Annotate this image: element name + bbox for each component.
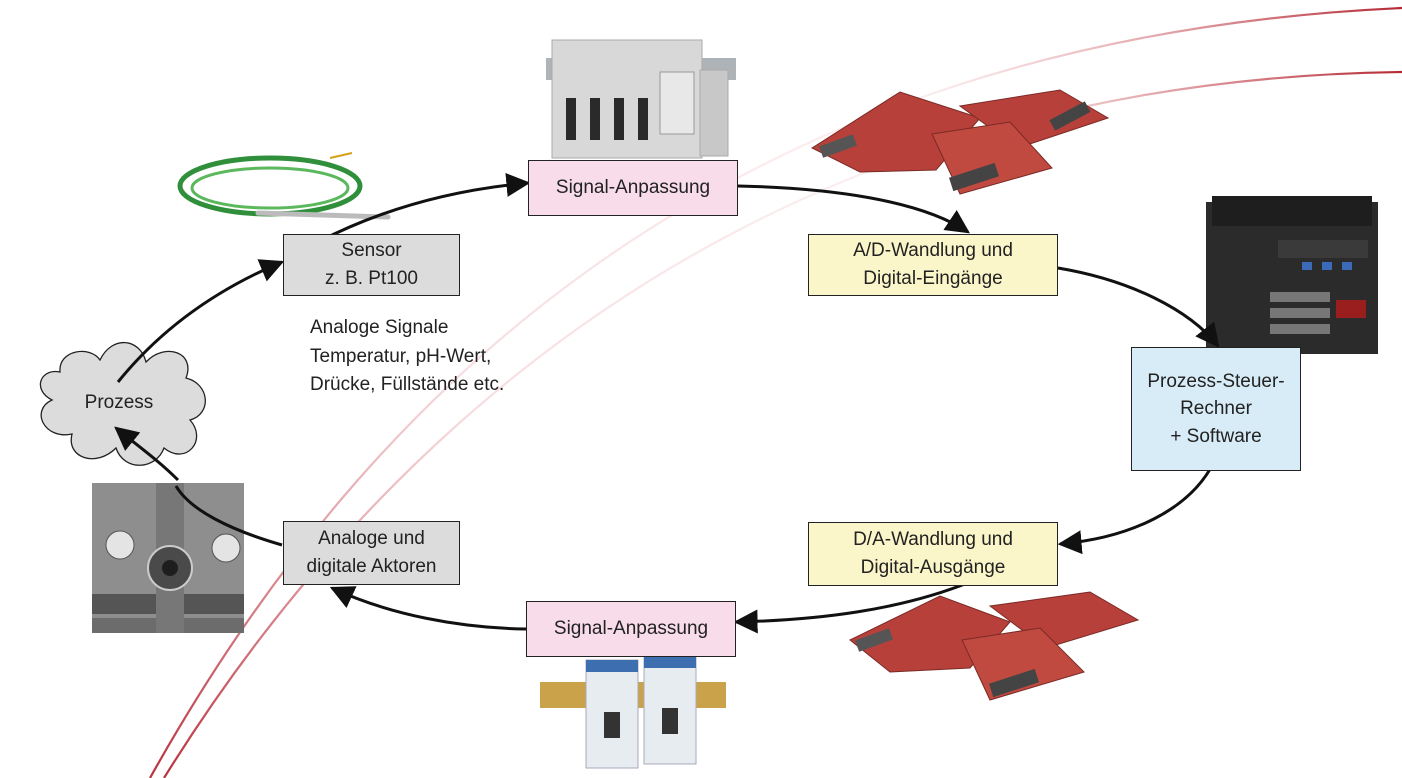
ad-conversion-box: A/D-Wandlung und Digital-Eingänge: [808, 234, 1058, 296]
arrow-rechner-to-da: [1057, 461, 1216, 555]
daq-cards-image-bottom: [849, 591, 1140, 701]
arrow-ad-to-rechner: [1057, 266, 1220, 348]
analog-signals-note: Analoge Signale Temperatur, pH-Wert, Drü…: [310, 314, 504, 400]
arrow-aktoren-to-prozess: [174, 485, 283, 547]
daq-cards-image-top: [810, 89, 1110, 195]
sensor-box: Sensor z. B. Pt100: [283, 234, 460, 296]
actuators-box: Analoge und digitale Aktoren: [283, 521, 460, 585]
arrow-da-to-signal: [733, 580, 971, 634]
signal-conditioner-image-bottom: [540, 655, 726, 769]
process-cloud-shape: [39, 341, 206, 466]
sensor-cable-image: [177, 152, 391, 220]
signal-adaptation-input-box: Signal-Anpassung: [528, 160, 738, 216]
note-line-3: Drücke, Füllstände etc.: [310, 374, 505, 395]
da-conversion-box: D/A-Wandlung und Digital-Ausgänge: [808, 522, 1058, 586]
process-label: Prozess: [84, 392, 154, 413]
decorative-swoosh: [149, 6, 1402, 778]
signal-adaptation-output-box: Signal-Anpassung: [526, 601, 736, 657]
flow-arrows: [114, 172, 1220, 634]
signal-conditioner-image-top: [546, 39, 736, 159]
process-control-computer-box: Prozess-Steuer- Rechner + Software: [1131, 347, 1301, 471]
arrow-prozess-to-sensor: [116, 259, 285, 383]
arrow-sensor-to-signal: [317, 172, 531, 244]
actuator-valve-image: [92, 483, 244, 633]
arrow-signal-to-aktoren: [329, 586, 527, 631]
arrow-signal-to-ad: [737, 184, 970, 234]
note-line-1: Analoge Signale: [310, 317, 449, 338]
arrow-actuator-to-prozess: [114, 426, 180, 482]
industrial-pc-image: [1206, 196, 1378, 354]
note-line-2: Temperatur, pH-Wert,: [310, 345, 492, 367]
